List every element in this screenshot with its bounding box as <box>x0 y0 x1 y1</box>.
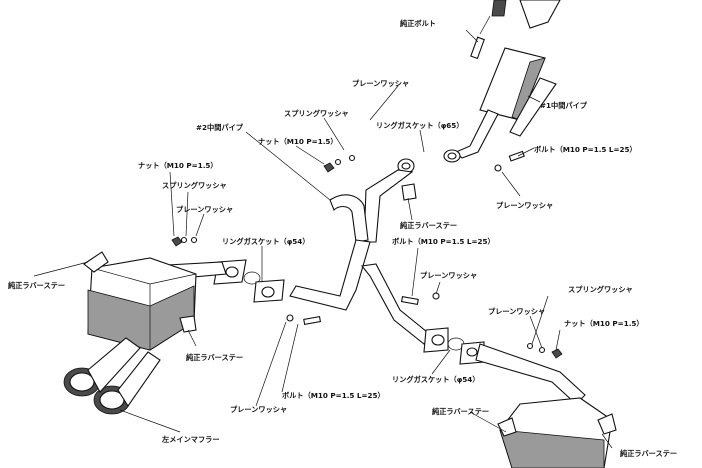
mid-pipe-2-part <box>289 158 433 345</box>
label-plain-washer-bottom: プレーンワッシャ <box>230 405 287 414</box>
label-ring-gasket-65: リングガスケット（φ65） <box>376 121 464 130</box>
label-plain-washer-top: プレーンワッシャ <box>352 79 409 88</box>
label-junsei-rubber-stay-center: 純正ラバーステー <box>400 221 457 230</box>
label-spring-washer-b: スプリングワッシャ <box>162 181 227 190</box>
label-ring-gasket-54-right: リングガスケット（φ54） <box>392 375 480 384</box>
mid-pipe-1-part <box>443 0 561 163</box>
label-bolt-center: ボルト（M10 P=1.5 L=25） <box>392 237 495 246</box>
label-junsei-rubber-stay-bottom-mid: 純正ラバーステー <box>432 407 489 416</box>
label-bolt-bottom: ボルト（M10 P=1.5 L=25） <box>282 391 385 400</box>
label-plain-washer-right-top: プレーンワッシャ <box>496 201 553 210</box>
label-junsei-rubber-stay-bottom-right: 純正ラバーステー <box>620 449 677 458</box>
top-spring-bolt <box>470 0 507 60</box>
label-junsei-bolt-top: 純正ボルト <box>400 19 436 28</box>
label-mid-pipe-2: #2中間パイプ <box>196 123 244 132</box>
right-flange-set <box>423 327 586 405</box>
leader-lines <box>33 29 613 449</box>
label-junsei-rubber-stay-left-lower: 純正ラバーステー <box>186 353 243 362</box>
label-ring-gasket-54-left: リングガスケット（φ54） <box>222 237 310 246</box>
label-bolt-right-top: ボルト（M10 P=1.5 L=25） <box>534 145 637 154</box>
hardware-icons <box>171 150 563 359</box>
label-spring-washer-right: スプリングワッシャ <box>568 285 633 294</box>
label-plain-washer-b: プレーンワッシャ <box>176 205 233 214</box>
label-nut-right: ナット（M10 P=1.5） <box>564 319 644 328</box>
label-plain-washer-center: プレーンワッシャ <box>420 271 477 280</box>
label-plain-washer-right: プレーンワッシャ <box>488 307 545 316</box>
label-mid-pipe-1: #1中間パイプ <box>540 101 588 110</box>
label-junsei-rubber-stay-left: 純正ラバーステー <box>8 281 65 290</box>
label-nut-b: ナット（M10 P=1.5） <box>138 161 218 170</box>
left-flange-set <box>213 259 285 303</box>
left-main-muffler-part <box>63 251 227 415</box>
label-spring-washer-a: スプリングワッシャ <box>284 109 349 118</box>
labels: 純正ボルト プレーンワッシャ #1中間パイプ スプリングワッシャ リングガスケッ… <box>8 19 677 458</box>
label-left-main-muffler: 左メインマフラー <box>161 435 220 444</box>
right-main-muffler-part <box>497 397 617 468</box>
label-nut-a: ナット（M10 P=1.5） <box>258 137 338 146</box>
